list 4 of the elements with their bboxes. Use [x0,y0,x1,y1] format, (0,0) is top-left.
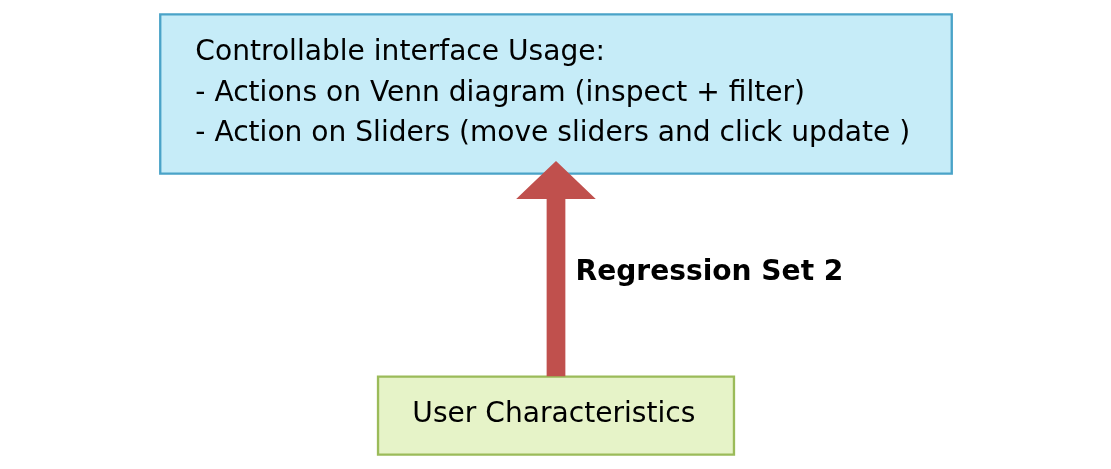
arrow [515,161,596,377]
node-box: Controllable interface Usage: - Actions on Venn diagram (inspect + filter) - Action on Sliders (move sliders and click update ) [158,13,953,175]
edge-label: Regression Set 2 [575,254,843,288]
node-box: User Characteristics [376,375,735,456]
